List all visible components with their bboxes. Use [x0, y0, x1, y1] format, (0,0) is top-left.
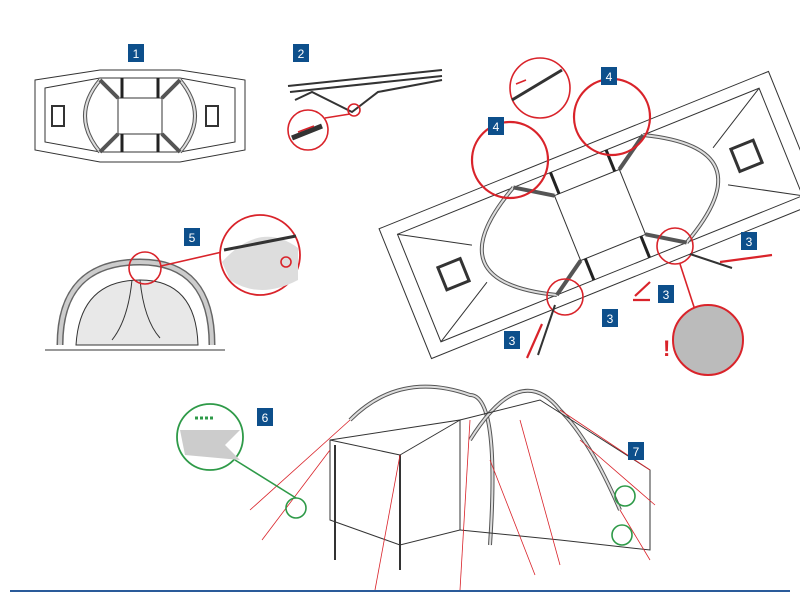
step-badge-7: 7: [628, 442, 644, 460]
step-badge-4: 4: [601, 67, 617, 85]
step6-7-pitched-tent: [176, 384, 656, 591]
svg-text:3: 3: [663, 288, 670, 302]
svg-text:4: 4: [606, 70, 613, 84]
step5-dome-view: [45, 214, 301, 351]
step-badges: 1 2 4 4 5 3 3 3 3 6 7: [128, 44, 757, 460]
svg-text:6: 6: [262, 411, 269, 425]
svg-text:2: 2: [298, 47, 305, 61]
step1-floor-plan: [34, 69, 246, 163]
svg-text:3: 3: [607, 312, 614, 326]
step-badge-1: 1: [128, 44, 144, 62]
svg-text:5: 5: [189, 231, 196, 245]
step-badge-3: 3: [741, 232, 757, 250]
step-badge-5: 5: [184, 228, 200, 246]
step-badge-2: 2: [293, 44, 309, 62]
step-badge-6: 6: [257, 408, 273, 426]
insert-arrows: [525, 253, 773, 359]
pole-connector-detail: [509, 57, 571, 119]
warning-exclamation: !: [663, 336, 670, 361]
step2-poles: [287, 69, 443, 151]
svg-text:4: 4: [493, 120, 500, 134]
step3-4-floor-plan: [378, 70, 800, 360]
step-badge-3: 3: [658, 285, 674, 303]
svg-text:7: 7: [633, 445, 640, 459]
svg-text:3: 3: [509, 334, 516, 348]
step-badge-3: 3: [504, 331, 520, 349]
svg-text:3: 3: [746, 235, 753, 249]
step-badge-3: 3: [602, 309, 618, 327]
step-badge-4: 4: [488, 117, 504, 135]
svg-text:1: 1: [133, 47, 140, 61]
pole-insert-detail: [672, 304, 744, 376]
